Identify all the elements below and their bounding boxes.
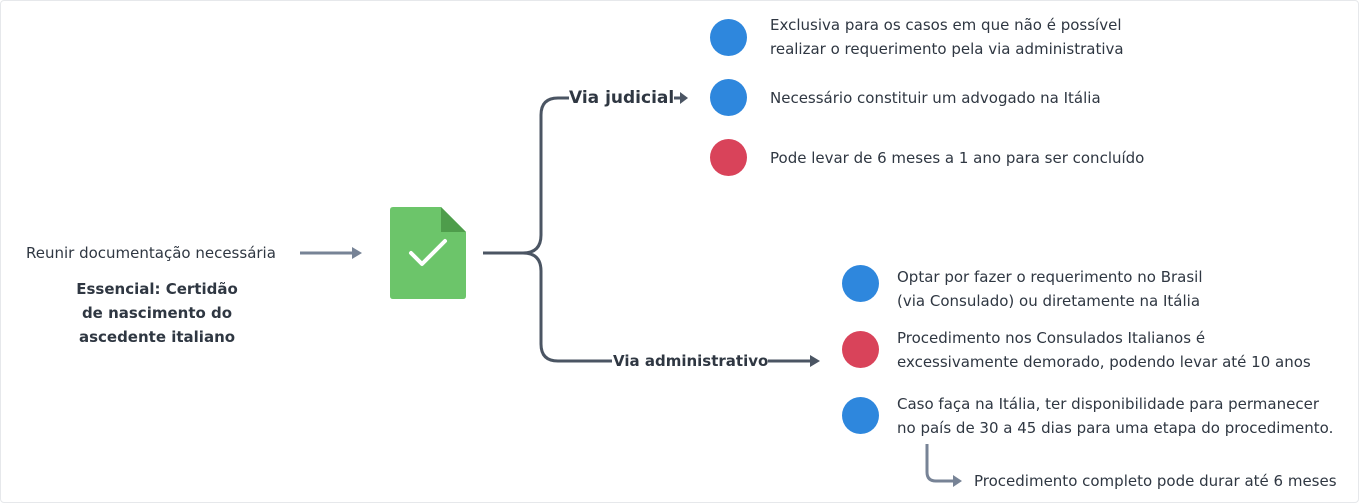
admin-item-2-line-2: excessivamente demorado, podendo levar a… (897, 353, 1311, 371)
admin-note: Procedimento completo pode durar até 6 m… (974, 472, 1337, 490)
document-check-icon (390, 207, 466, 299)
admin-item-1-line-2: (via Consulado) ou diretamente na Itália (897, 292, 1201, 310)
admin-item-1-line-1: Optar por fazer o requerimento no Brasil (897, 268, 1203, 286)
judicial-item-3-dot (710, 139, 747, 176)
judicial-item-2-dot (710, 79, 747, 116)
note-arrow (925, 444, 954, 483)
note-arrow-head (953, 475, 962, 487)
judicial-label: Via judicial (569, 86, 675, 110)
judicial-item-1-line-1: Exclusiva para os casos em que não é pos… (770, 16, 1122, 34)
admin-item-3-line-1: Caso faça na Itália, ter disponibilidade… (897, 395, 1319, 413)
essential-line-2: de nascimento do (81, 304, 233, 322)
essential-line-1: Essencial: Certidão (76, 280, 238, 298)
judicial-arrow-head (680, 92, 688, 104)
essential-line-3: ascedente italiano (78, 328, 236, 346)
judicial-item-3-line-1: Pode levar de 6 meses a 1 ano para ser c… (770, 149, 1145, 167)
judicial-item-1-dot (710, 19, 747, 56)
admin-item-3-dot (842, 397, 879, 434)
administrative-label: Via administrativo (613, 350, 769, 372)
start-label: Reunir documentação necessária (26, 244, 276, 262)
judicial-item-2-line-1: Necessário constituir um advogado na Itá… (770, 89, 1101, 107)
admin-item-1-dot (842, 265, 879, 302)
admin-item-2-line-1: Procedimento nos Consulados Italianos é (897, 329, 1206, 347)
admin-item-3-line-2: no país de 30 a 45 dias para uma etapa d… (897, 419, 1334, 437)
start-arrow-head (352, 247, 362, 259)
judicial-item-1-line-2: realizar o requerimento pela via adminis… (770, 40, 1124, 58)
branch-lines (483, 96, 612, 363)
admin-item-2-dot (842, 331, 879, 368)
admin-arrow-head (810, 355, 820, 367)
